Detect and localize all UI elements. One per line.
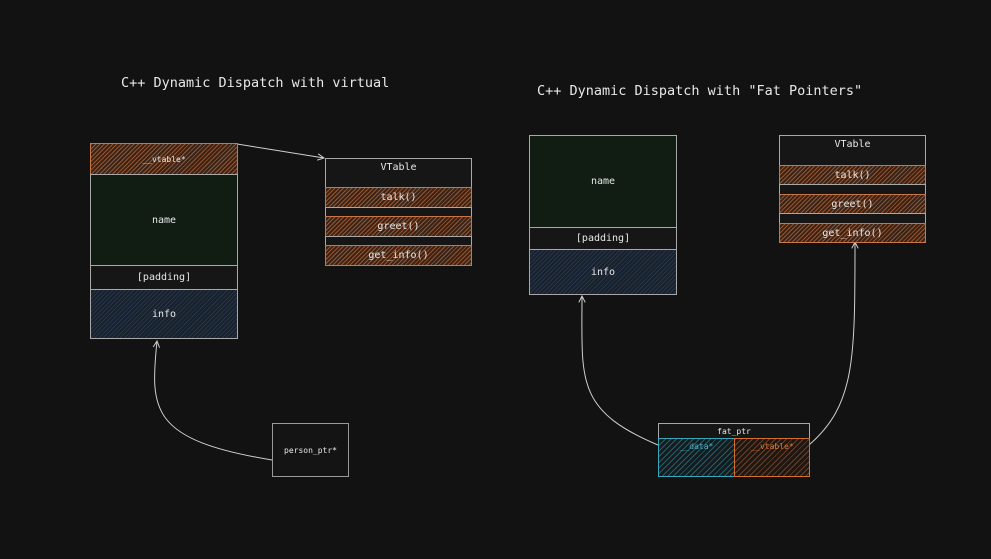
vtable-ptr-arrow bbox=[236, 143, 324, 158]
right-padding-field: [padding] bbox=[529, 227, 677, 250]
fat-ptr-header: fat_ptr bbox=[658, 423, 810, 439]
right-vtable-greet: greet() bbox=[779, 194, 926, 214]
left-vtable-talk: talk() bbox=[325, 187, 472, 208]
right-vtable-talk: talk() bbox=[779, 165, 926, 185]
left-vtable-greet: greet() bbox=[325, 216, 472, 237]
left-vtable-get-info: get_info() bbox=[325, 245, 472, 266]
person-ptr-box: person_ptr* bbox=[272, 423, 349, 477]
left-info-field: info bbox=[90, 289, 238, 339]
fat-data-arrow bbox=[582, 296, 659, 446]
fat-ptr-vtable-field: __vtable* bbox=[734, 438, 810, 477]
left-vtable-ptr-field: __vtable* bbox=[90, 143, 238, 175]
left-padding-field: [padding] bbox=[90, 265, 238, 290]
fat-vtable-arrow bbox=[808, 242, 855, 446]
fat-ptr-data-field: __data* bbox=[658, 438, 735, 477]
left-vtable-header: VTable bbox=[325, 158, 472, 188]
person-ptr-arrow bbox=[155, 341, 273, 461]
right-vtable-header: VTable bbox=[779, 135, 926, 166]
right-vtable-get-info: get_info() bbox=[779, 223, 926, 243]
right-info-field: info bbox=[529, 249, 677, 295]
left-name-field: name bbox=[90, 174, 238, 266]
right-name-field: name bbox=[529, 135, 677, 228]
right-diagram-title: C++ Dynamic Dispatch with "Fat Pointers" bbox=[537, 83, 863, 99]
left-diagram-title: C++ Dynamic Dispatch with virtual bbox=[121, 75, 390, 91]
